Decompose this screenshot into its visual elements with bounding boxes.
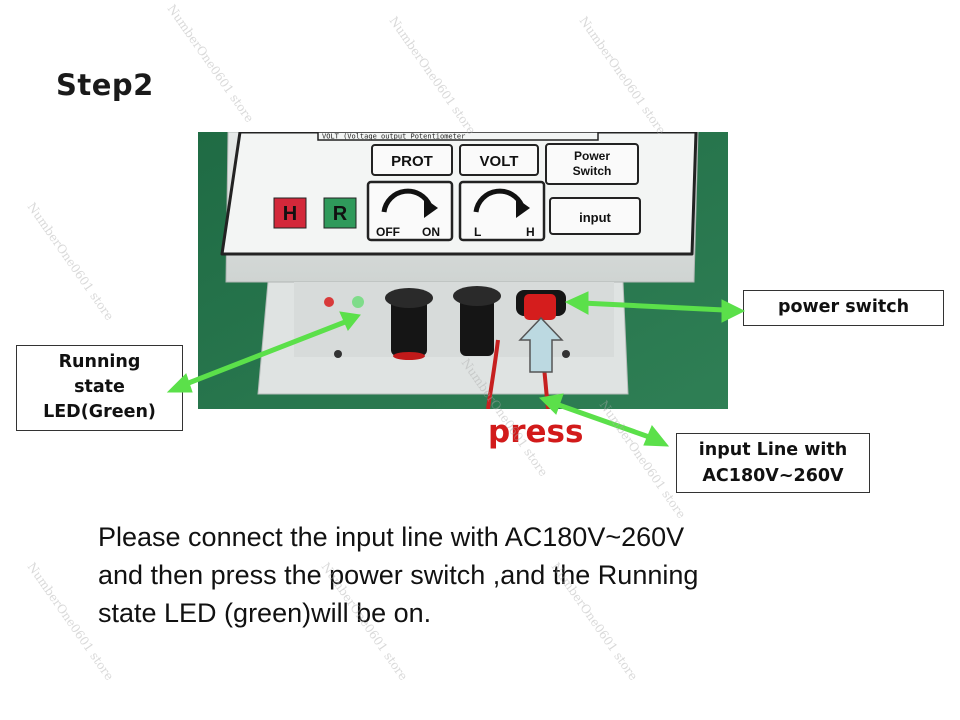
running-led-callout-line-2: state (74, 377, 125, 397)
panel-header-text: VOLT (Voltage output Potentiometer (322, 133, 465, 141)
running-led-callout: Running state LED(Green) (16, 345, 183, 431)
watermark: NumberOne0601 store (24, 200, 117, 323)
knob-h-label: H (526, 225, 535, 239)
indicator-h-label: H (283, 203, 297, 225)
knob-l-label: L (474, 225, 481, 239)
knob-on-label: ON (422, 225, 440, 239)
input-line-callout-line-1: input Line with (698, 440, 848, 460)
instructions-line-1: Please connect the input line with AC180… (98, 522, 685, 552)
knob-off-label: OFF (376, 225, 400, 239)
power-switch-label-2: Switch (573, 164, 612, 178)
device-photo: VOLT (Voltage output Potentiometer PROT … (198, 132, 728, 409)
instructions-line-2: and then press the power switch ,and the… (98, 560, 699, 590)
input-arrow-head-end (643, 425, 670, 447)
watermark: NumberOne0601 store (576, 14, 669, 137)
power-switch-callout: power switch (743, 290, 944, 326)
instructions-text: Please connect the input line with AC180… (98, 518, 898, 632)
power-switch-label-1: Power (574, 149, 610, 163)
running-led-callout-line-3: LED(Green) (43, 402, 156, 422)
instructions-line-3: state LED (green)will be on. (98, 598, 432, 628)
step-title: Step2 (56, 68, 154, 102)
volt-button-label: VOLT (480, 153, 519, 170)
watermark: NumberOne0601 store (596, 398, 689, 521)
watermark: NumberOne0601 store (386, 14, 479, 137)
input-line-callout-line-2: AC180V~260V (702, 466, 844, 486)
input-label: input (579, 210, 611, 225)
indicator-r-label: R (333, 203, 348, 225)
prot-button-label: PROT (391, 153, 433, 170)
input-line-callout: input Line with AC180V~260V (676, 433, 870, 493)
watermark: NumberOne0601 store (164, 2, 257, 125)
running-led-callout-line-1: Running (58, 352, 141, 372)
